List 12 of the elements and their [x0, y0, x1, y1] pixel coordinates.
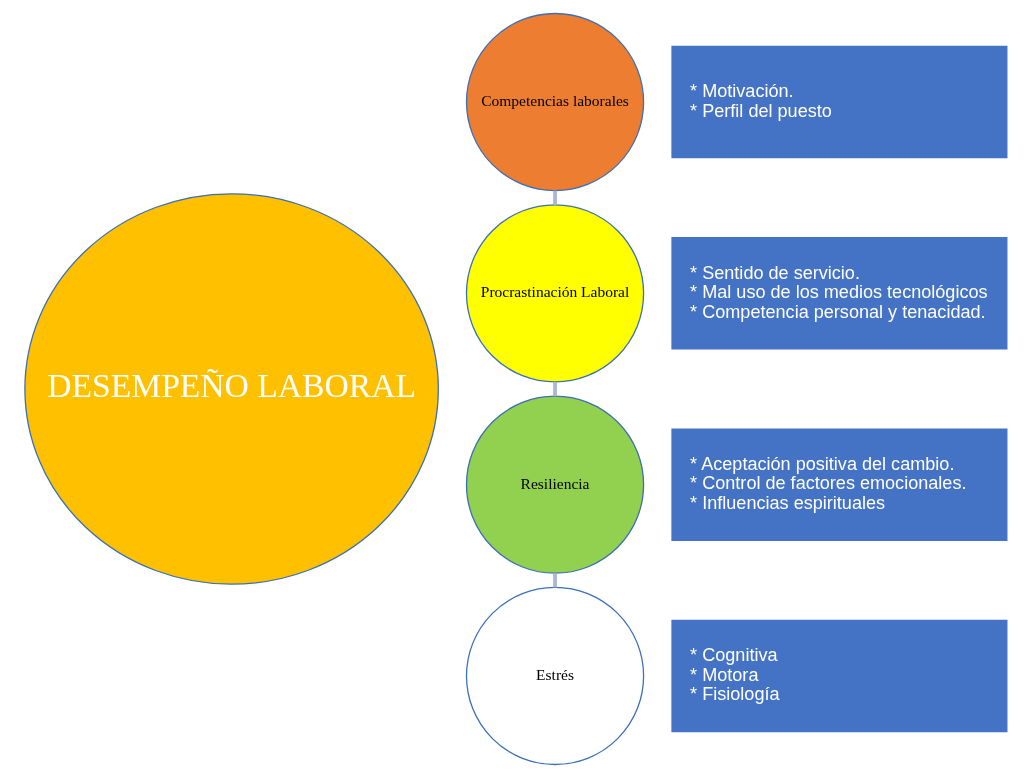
connector — [552, 382, 557, 397]
node-circle: Estrés — [465, 586, 644, 766]
node-box: * Sentido de servicio. * Mal uso de los medios tecnológicos * Competencia personal y tenacidad. — [670, 237, 1007, 350]
node-box: * Motivación. * Perfil del puesto — [670, 45, 1007, 159]
node-box: * Aceptación positiva del cambio. * Control de factores emocionales. * Influencias espirituales — [670, 428, 1007, 541]
node-circle: Procrastinación Laboral — [465, 204, 644, 383]
node-circle: Resiliencia — [465, 395, 644, 574]
connector — [552, 573, 557, 588]
connector — [552, 190, 557, 205]
node-box: * Cognitiva * Motora * Fisiología — [670, 619, 1007, 733]
node-circle: DESEMPEÑO LABORAL — [23, 193, 439, 585]
node-circle: Competencias laborales — [465, 12, 644, 192]
